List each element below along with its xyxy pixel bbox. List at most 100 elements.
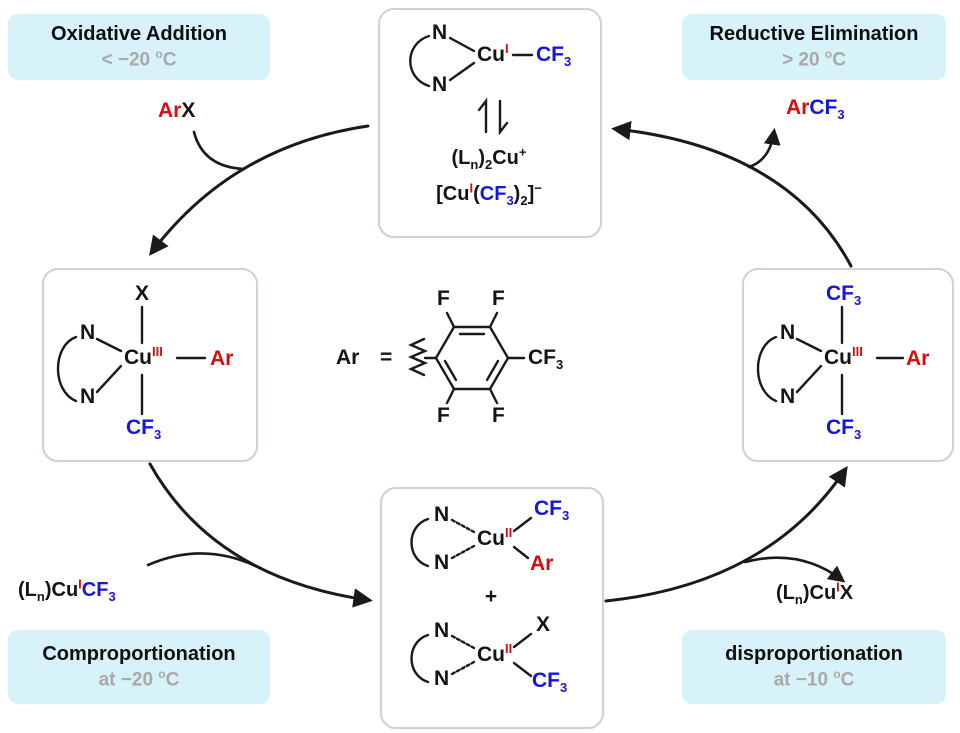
n-atom-label: N (780, 321, 796, 344)
x-ligand-label: X (135, 282, 150, 305)
squiggle-bond (407, 337, 429, 377)
equals-sign: = (380, 346, 393, 369)
arrow-branch-lncuix (743, 556, 846, 583)
banner-temperature: at −20 oC (98, 666, 180, 691)
n-atom-label: N (80, 385, 96, 408)
formula-part: 3 (560, 680, 568, 696)
cf3-ligand-label: CF3 (534, 497, 569, 522)
formula-part: X (839, 582, 854, 604)
banner-temperature: at −10 oC (773, 666, 855, 691)
banner-oxidative-addition: Oxidative Addition < −20 oC (8, 14, 270, 80)
banner-comproportionation: Comproportionation at −20 oC (8, 630, 270, 704)
formula-part: )Cu (44, 579, 79, 601)
formula-part: Ar (786, 96, 810, 119)
formula-part: ( (473, 183, 480, 205)
formula-part: Ar (158, 99, 182, 122)
formula-part: X (181, 99, 196, 122)
formula-part: − (534, 180, 542, 196)
formula-part: C (165, 669, 180, 691)
f-atom-label: F (492, 287, 505, 310)
x-ligand-label: X (536, 613, 551, 636)
formula-part: I (78, 576, 82, 592)
arrow-feeder-lncuicf3 (146, 552, 264, 571)
f-atom-label: F (492, 404, 505, 427)
cf3-ligand-label: CF3 (536, 44, 571, 68)
formula-part: 3 (506, 193, 514, 208)
formula-part: CF (826, 282, 854, 305)
formula-part: Cu (477, 43, 505, 66)
formula-part: )Cu (802, 582, 837, 604)
formula-part: CF (532, 669, 560, 692)
panel-cu3-x-ar-cf3-complex (42, 268, 258, 462)
formula-part: o (833, 666, 841, 681)
cf3-substituent-label: CF3 (528, 347, 563, 371)
formula-part: o (158, 666, 166, 681)
banner-title: disproportionation (725, 642, 903, 665)
formula-part: CF (479, 183, 507, 205)
formula-part: n (36, 589, 45, 604)
formula-part: Cu (477, 643, 505, 666)
n-atom-label: N (432, 73, 448, 96)
formula-part: 2 (520, 193, 528, 208)
formula-part: 3 (556, 357, 564, 373)
bond-c-f (488, 311, 499, 329)
formula-part: o (155, 46, 163, 61)
panel-cu3-cf3-ar-cf3-complex (742, 268, 954, 462)
formula-part: at −20 (98, 669, 159, 691)
bond-c-f (445, 311, 456, 329)
cu3-center-label: CuIII (824, 344, 863, 369)
banner-title: Reductive Elimination (709, 22, 919, 45)
formula-part: ) (513, 183, 521, 205)
n-atom-label: N (434, 551, 450, 574)
banner-disproportionation: disproportionation at −10 oC (682, 630, 946, 704)
formula-part: III (152, 344, 163, 359)
formula-part: n (470, 157, 479, 172)
n-atom-label: N (432, 21, 448, 44)
cu1-center-label: CuI (477, 41, 509, 66)
formula-part: CF (809, 96, 838, 119)
cf3-ligand-label: CF3 (826, 282, 861, 307)
formula-part: II (505, 525, 513, 540)
formula-part: o (824, 46, 833, 61)
ar-ligand-label: Ar (210, 347, 234, 370)
bond-c-f (488, 387, 499, 405)
formula-part: III (852, 344, 863, 359)
formula-part: I (505, 41, 509, 56)
cu2-center-label: CuII (477, 525, 513, 550)
formula-part: CF (534, 497, 562, 520)
benzene-ring (434, 325, 510, 391)
formula-part: Cu (824, 346, 852, 369)
cf3-ligand-label: CF3 (532, 669, 567, 694)
formula-part: (L (18, 579, 37, 601)
cf3-ligand-label: CF3 (826, 417, 861, 441)
arrow-branch-arcf3 (747, 127, 781, 169)
formula-part: Cu (124, 346, 152, 369)
formula-part: (L (451, 147, 471, 169)
formula-part: (L (776, 582, 795, 604)
ar-ligand-label: Ar (530, 552, 554, 575)
formula-part: C (162, 49, 177, 71)
arrow-oxidative-addition (149, 124, 370, 256)
formula-part: at −10 (773, 669, 834, 691)
formula-part: II (505, 641, 513, 656)
double-bond-inner (443, 359, 458, 382)
formula-part: Cu (477, 527, 505, 550)
formula-part: 3 (854, 293, 862, 309)
cuprate-cation-formula: (Ln)2Cu+ (451, 145, 526, 171)
cu3-center-label: CuIII (124, 344, 163, 369)
banner-temperature: > 20 oC (782, 46, 846, 71)
formula-part: > 20 (782, 49, 825, 71)
formula-part: I (836, 579, 840, 595)
cf3-ligand-label: CF3 (126, 417, 161, 441)
f-atom-label: F (437, 404, 450, 427)
n-atom-label: N (434, 619, 450, 642)
formula-part: 2 (485, 157, 493, 172)
formula-part: < −20 (101, 49, 156, 71)
banner-temperature: < −20 oC (101, 46, 177, 71)
ar-definition-structure (407, 311, 526, 405)
banner-title: Comproportionation (42, 642, 236, 665)
formula-part: [Cu (436, 183, 470, 205)
formula-part: 3 (562, 508, 570, 524)
formula-part: ] (527, 183, 535, 205)
